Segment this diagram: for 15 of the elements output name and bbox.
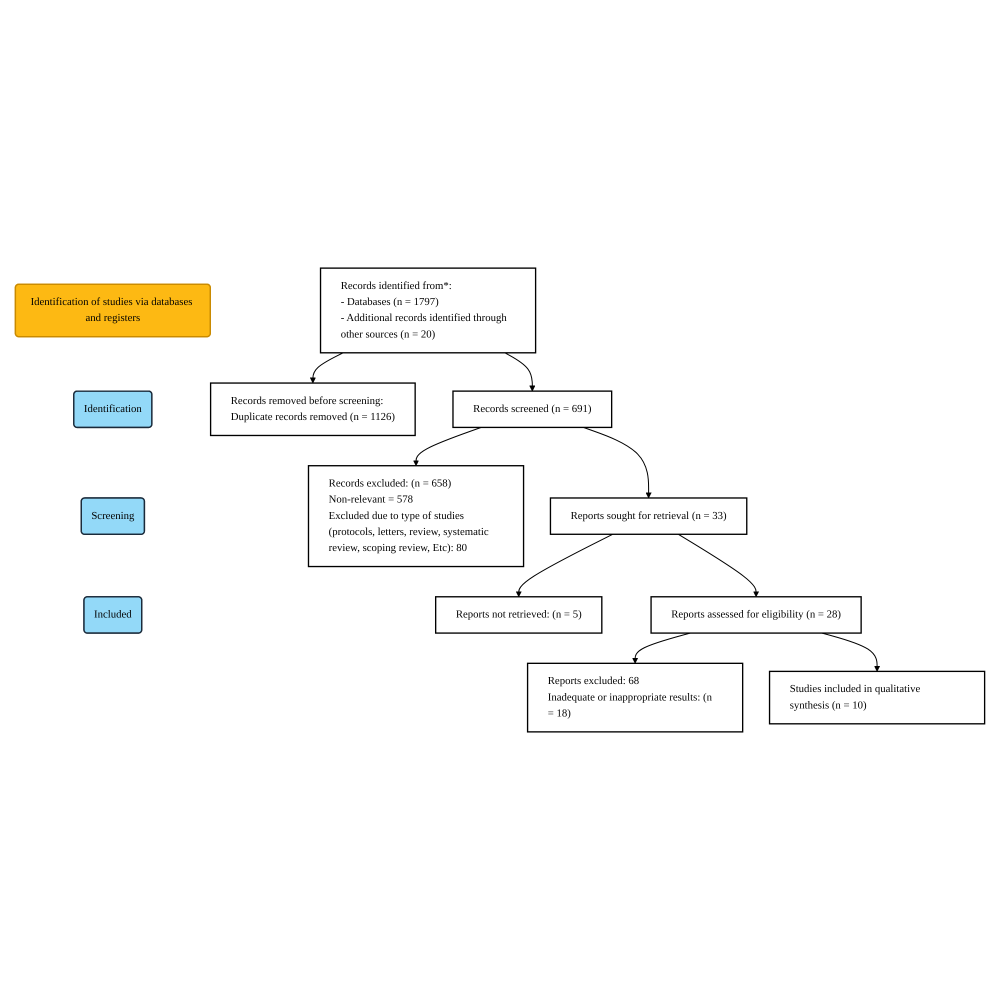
node-box: Reports excluded: 68 Inadequate or inappropriate results: (n = 18)	[526, 662, 744, 733]
arrow	[504, 352, 536, 392]
arrow	[310, 352, 344, 384]
node-box: Records excluded: (n = 658) Non-relevant = 578 Excluded due to type of studies (protocols, letters, review, systematic review, scoping review, Etc): 80	[308, 465, 524, 568]
node-box: Records screened (n = 691)	[452, 390, 612, 428]
node-box: Reports sought for retrieval (n = 33)	[550, 497, 748, 535]
node-box: Reports assessed for eligibility (n = 28)	[650, 596, 862, 634]
node-box: Records removed before screening: Duplicate records removed (n = 1126)	[210, 382, 416, 436]
node-box: Studies included in qualitative synthesis (n = 10)	[768, 670, 986, 724]
arrow	[413, 426, 482, 466]
arrow	[516, 534, 613, 598]
arrow	[678, 534, 760, 598]
node-box: Records identified from*: - Databases (n = 1797) - Additional records identified through other sources (n = 20)	[320, 267, 536, 354]
node-box: Reports not retrieved: (n = 5)	[435, 596, 602, 634]
arrow	[583, 426, 652, 498]
